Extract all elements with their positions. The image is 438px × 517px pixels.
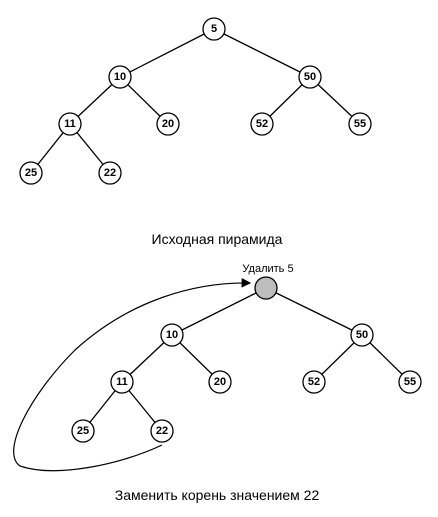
heap-node: 10 bbox=[108, 65, 132, 89]
node-value: 5 bbox=[211, 23, 217, 35]
original-heap: 5 10 50 11 20 52 55 25 bbox=[19, 17, 372, 247]
node-value: 50 bbox=[356, 329, 368, 341]
heap-node: 10 bbox=[160, 323, 184, 347]
heap-node: 25 bbox=[71, 419, 95, 443]
edge bbox=[119, 28, 215, 78]
heap-node: 52 bbox=[302, 370, 326, 394]
node-value: 22 bbox=[104, 167, 116, 179]
heap-node: 20 bbox=[208, 370, 232, 394]
heap-node: 55 bbox=[398, 370, 422, 394]
node-value: 11 bbox=[116, 376, 128, 388]
heap-node: 20 bbox=[156, 112, 180, 136]
edge bbox=[265, 287, 363, 336]
node-value: 22 bbox=[156, 425, 168, 437]
heap-node: 11 bbox=[58, 112, 82, 136]
delete-annotation: Удалить 5 bbox=[242, 263, 293, 275]
heap-node: 22 bbox=[150, 419, 174, 443]
original-heap-edges bbox=[30, 28, 361, 174]
heap-node: 52 bbox=[250, 112, 274, 136]
node-value: 52 bbox=[308, 376, 320, 388]
node-value: 25 bbox=[77, 425, 89, 437]
heap-node: 50 bbox=[350, 323, 374, 347]
heap-node: 11 bbox=[110, 370, 134, 394]
removed-root-node bbox=[254, 276, 278, 300]
node-value: 20 bbox=[162, 118, 174, 130]
node-value: 10 bbox=[166, 329, 178, 341]
node-value: 55 bbox=[354, 118, 366, 130]
node-value: 10 bbox=[114, 71, 126, 83]
node-value: 11 bbox=[64, 118, 76, 130]
node-value: 52 bbox=[256, 118, 268, 130]
heap-node-root: 5 bbox=[202, 17, 226, 41]
edge bbox=[213, 28, 311, 78]
modified-heap-edges bbox=[82, 287, 411, 432]
node-value: 55 bbox=[404, 376, 416, 388]
original-heap-caption: Исходная пирамида bbox=[152, 231, 283, 247]
heap-node: 55 bbox=[348, 112, 372, 136]
edge bbox=[171, 287, 267, 336]
heap-node: 22 bbox=[98, 161, 122, 185]
modified-heap: Удалить 5 10 50 11 bbox=[13, 263, 422, 503]
heap-node: 50 bbox=[298, 65, 322, 89]
heap-node: 25 bbox=[19, 161, 43, 185]
node-value: 20 bbox=[214, 376, 226, 388]
modified-heap-caption: Заменить корень значением 22 bbox=[115, 487, 320, 503]
node-value: 50 bbox=[304, 71, 316, 83]
swap-arrow bbox=[13, 278, 252, 472]
node-value: 25 bbox=[25, 167, 37, 179]
